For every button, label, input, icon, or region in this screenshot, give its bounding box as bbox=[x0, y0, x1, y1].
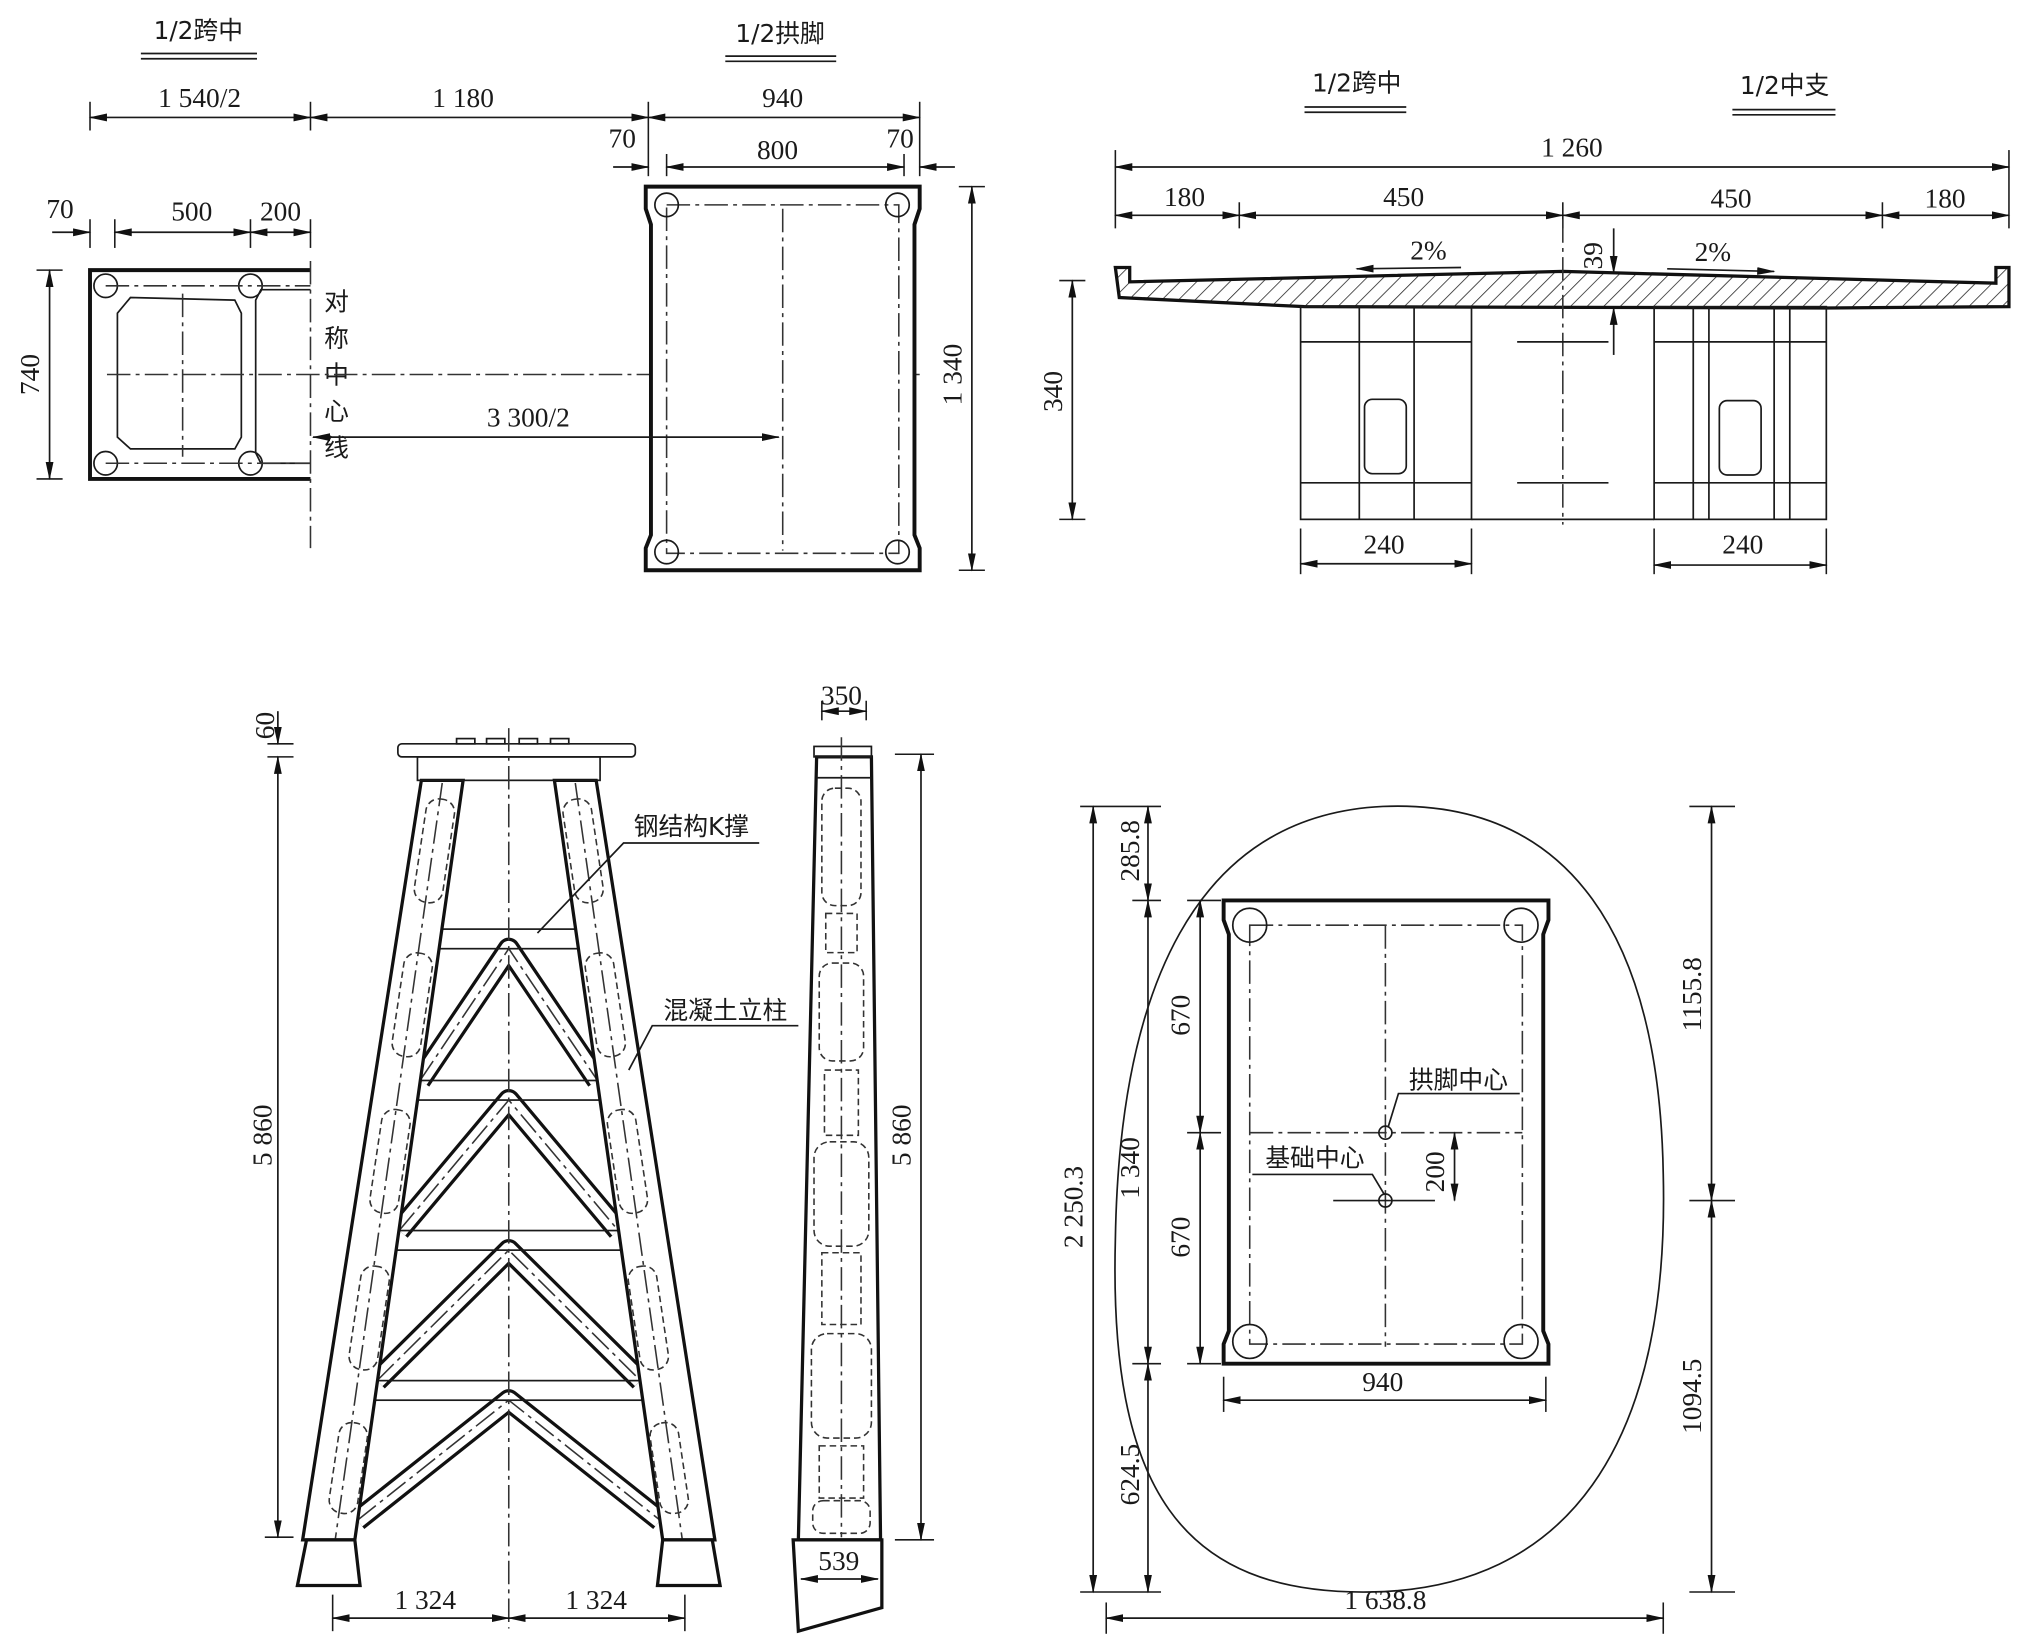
dim-800: 800 bbox=[757, 135, 798, 165]
label-concrete-column: 混凝土立柱 bbox=[663, 996, 787, 1025]
dimension-row-small-box: 70 500 200 bbox=[46, 194, 312, 248]
dim-1340: 1 340 bbox=[1115, 1137, 1145, 1199]
dim-450-right: 450 bbox=[1711, 183, 1752, 213]
arch-foot-center-marker bbox=[1378, 1125, 1393, 1141]
dim-70-left: 70 bbox=[609, 123, 636, 153]
dim-39: 39 bbox=[1578, 242, 1608, 269]
panel-cross-section-plan: 1/2跨中 1/2拱脚 1 540/2 1 180 940 70 800 70 bbox=[15, 16, 985, 573]
slope-right: 2% bbox=[1695, 237, 1731, 267]
title-mid-span: 1/2跨中 bbox=[1312, 68, 1401, 97]
slope-left: 2% bbox=[1410, 236, 1446, 266]
dim-240-left: 240 bbox=[1364, 529, 1405, 559]
dim-1340: 1 340 bbox=[937, 344, 967, 406]
svg-text:线: 线 bbox=[324, 434, 349, 463]
title-mid-span: 1/2跨中 bbox=[154, 16, 243, 45]
panel-foundation-plan: 拱脚中心 基础中心 2 250.3 285.8 1 340 624.5 670 … bbox=[1059, 805, 1736, 1634]
dim-70-right: 70 bbox=[886, 123, 913, 153]
dim-200: 200 bbox=[1420, 1151, 1450, 1192]
dim-1540: 1 540/2 bbox=[158, 83, 241, 113]
symmetry-centerline-label: 对 称 中 心 线 bbox=[324, 288, 349, 463]
dim-70: 70 bbox=[46, 194, 73, 224]
dim-539: 539 bbox=[818, 1546, 859, 1576]
dim-1638: 1 638.8 bbox=[1344, 1585, 1426, 1615]
right-footing bbox=[655, 1538, 723, 1588]
dim-3300: 3 300/2 bbox=[487, 403, 570, 433]
dim-240-right: 240 bbox=[1722, 529, 1763, 559]
dim-1324-left: 1 324 bbox=[394, 1585, 456, 1615]
dim-5860-front: 5 860 bbox=[247, 1104, 277, 1166]
svg-text:称: 称 bbox=[324, 324, 349, 353]
svg-text:对: 对 bbox=[324, 288, 349, 317]
svg-text:心: 心 bbox=[324, 397, 349, 426]
label-steel-k-brace: 钢结构K撑 bbox=[634, 812, 749, 841]
dim-624: 624.5 bbox=[1115, 1444, 1145, 1506]
panel-girder-cross-section: 1/2跨中 1/2中支 1 260 180 450 450 180 2% 2% … bbox=[1038, 68, 2011, 575]
dim-1094: 1094.5 bbox=[1677, 1359, 1707, 1434]
label-arch-foot-center: 拱脚中心 bbox=[1409, 1065, 1508, 1094]
title-arch-foot: 1/2拱脚 bbox=[735, 19, 824, 48]
tower-cap bbox=[397, 737, 637, 782]
dim-670-upper: 670 bbox=[1166, 995, 1196, 1036]
dim-5860-side: 5 860 bbox=[887, 1104, 917, 1166]
dim-340: 340 bbox=[1038, 371, 1068, 412]
tower-side-view: 350 5 860 539 bbox=[791, 681, 935, 1634]
foundation-center-marker bbox=[1378, 1193, 1393, 1208]
dim-180-right: 180 bbox=[1925, 183, 1966, 213]
dim-1155: 1155.8 bbox=[1677, 957, 1707, 1031]
right-pier bbox=[1653, 305, 1828, 521]
dimension-row-top: 1 540/2 1 180 940 70 800 70 bbox=[88, 83, 955, 177]
left-footing bbox=[295, 1538, 362, 1588]
panel-tower-elevation: 60 5 860 bbox=[247, 681, 935, 1634]
dim-1180: 1 180 bbox=[432, 83, 494, 113]
dim-940: 940 bbox=[762, 83, 803, 113]
dim-670-lower: 670 bbox=[1166, 1217, 1196, 1258]
arch-foot-section: 1 340 bbox=[643, 184, 985, 573]
dim-285: 285.8 bbox=[1115, 820, 1145, 882]
dim-60: 60 bbox=[250, 712, 280, 739]
arch-foot-plate bbox=[1221, 898, 1551, 1366]
dim-350: 350 bbox=[821, 681, 862, 711]
dim-2250: 2 250.3 bbox=[1059, 1166, 1089, 1248]
label-foundation-center: 基础中心 bbox=[1265, 1144, 1364, 1173]
left-pier bbox=[1299, 305, 1473, 521]
dim-940: 940 bbox=[1362, 1367, 1403, 1397]
dim-740: 740 bbox=[15, 354, 45, 395]
dim-1260: 1 260 bbox=[1541, 133, 1603, 163]
dim-1324-right: 1 324 bbox=[565, 1585, 627, 1615]
dim-180-left: 180 bbox=[1164, 182, 1205, 212]
dim-450-left: 450 bbox=[1383, 182, 1424, 212]
title-middle-support: 1/2中支 bbox=[1740, 71, 1829, 100]
dim-500: 500 bbox=[171, 197, 212, 227]
dim-200: 200 bbox=[260, 197, 301, 227]
